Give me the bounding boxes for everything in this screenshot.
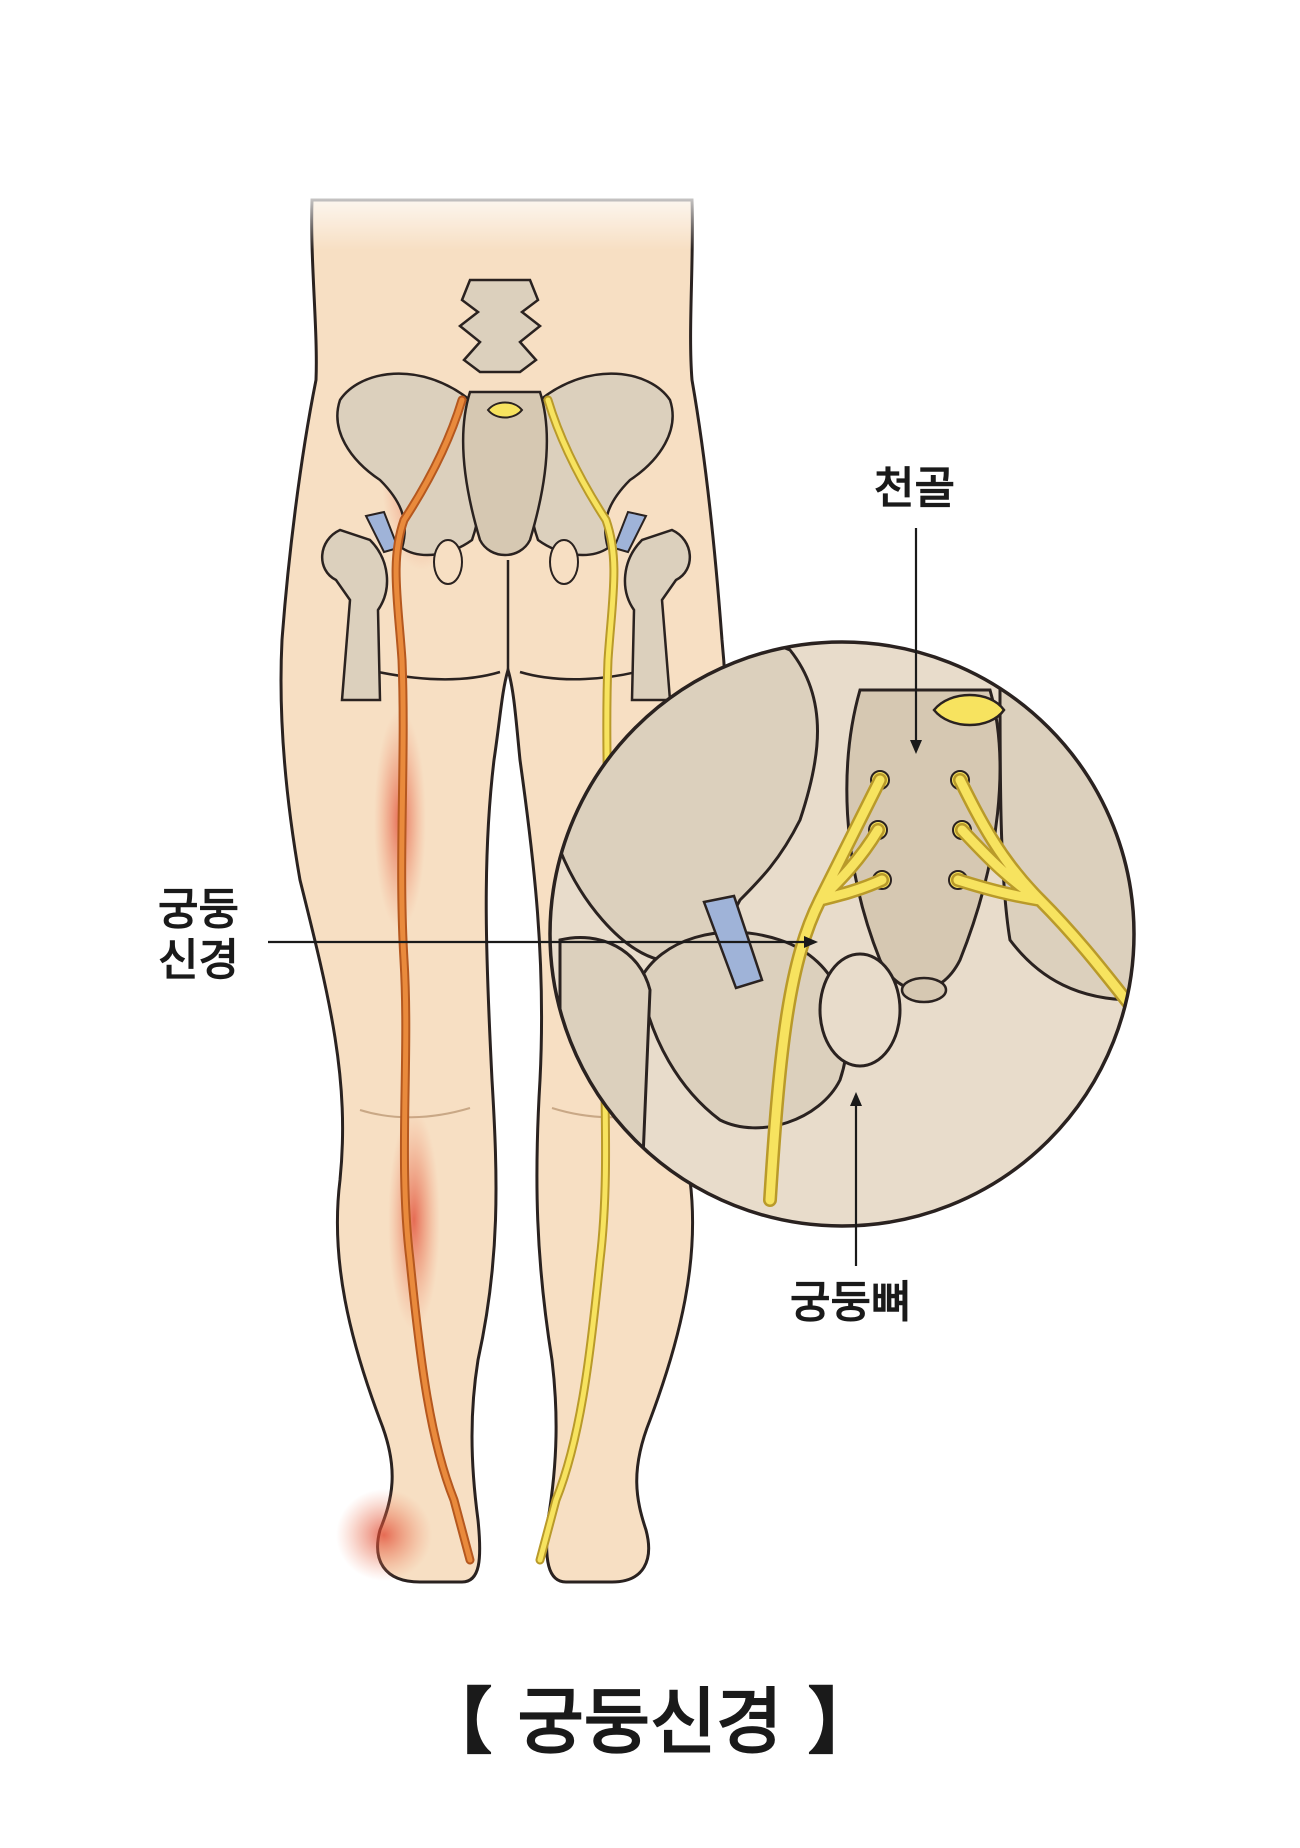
caption-bracket-open: 【 — [420, 1680, 492, 1764]
obturator-left — [434, 540, 462, 584]
obturator-right — [550, 540, 578, 584]
label-sacrum: 천골 — [874, 464, 955, 515]
label-nerve-line2: 신경 — [158, 936, 239, 987]
figure-caption: 【 궁둥신경 】 — [0, 1663, 1300, 1768]
zoom-coccyx — [902, 978, 946, 1002]
zoom-obturator — [820, 954, 900, 1066]
top-fade — [290, 180, 730, 250]
label-hip-bone: 궁둥뼈 — [790, 1278, 911, 1329]
lumbar-spine — [460, 280, 540, 372]
label-sacrum-text: 천골 — [874, 464, 955, 515]
zoom-iliac-right — [1000, 680, 1134, 1000]
spinal-canal — [488, 403, 522, 418]
caption-text: 궁둥신경 — [518, 1680, 783, 1764]
label-nerve-line1: 궁둥 — [158, 885, 239, 936]
caption-bracket-close: 】 — [808, 1680, 880, 1764]
label-sciatic-nerve: 궁둥 신경 — [158, 885, 239, 986]
label-hip-bone-text: 궁둥뼈 — [790, 1278, 911, 1329]
